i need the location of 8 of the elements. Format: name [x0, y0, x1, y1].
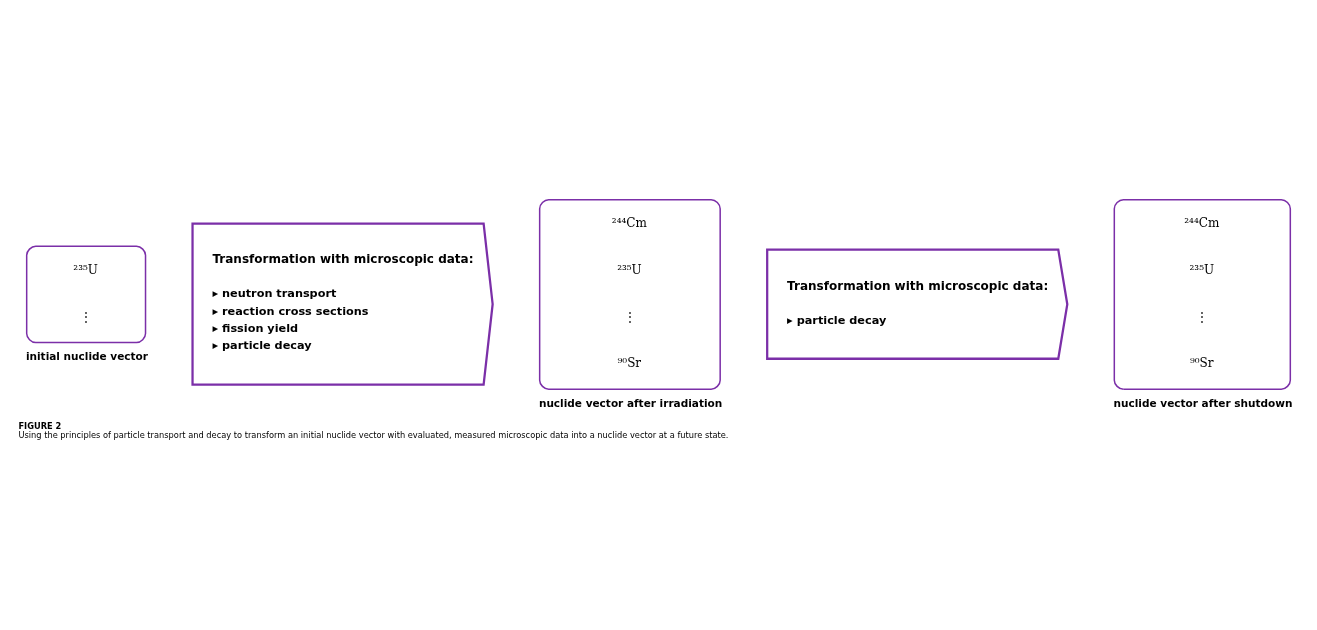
diagram-title: FIGURE 2: [18, 420, 62, 431]
node-label: nuclide vector after irradiation: [538, 396, 723, 409]
node-box: ²⁴⁴Cm ²³⁵U ⋮ ⁹⁰Sr: [538, 198, 721, 390]
node-box: ²³⁵U ⋮: [25, 245, 147, 343]
node-label: initial nuclide vector: [25, 349, 149, 362]
node-box: ²⁴⁴Cm ²³⁵U ⋮ ⁹⁰Sr: [1113, 198, 1292, 390]
node-label: nuclide vector after shutdown: [1113, 396, 1293, 409]
caption: Using the principles of particle transport and decay to transform an initial nuclide vector with evaluated, measured microscopic data into a nuclide vector at a future state.: [18, 429, 729, 440]
